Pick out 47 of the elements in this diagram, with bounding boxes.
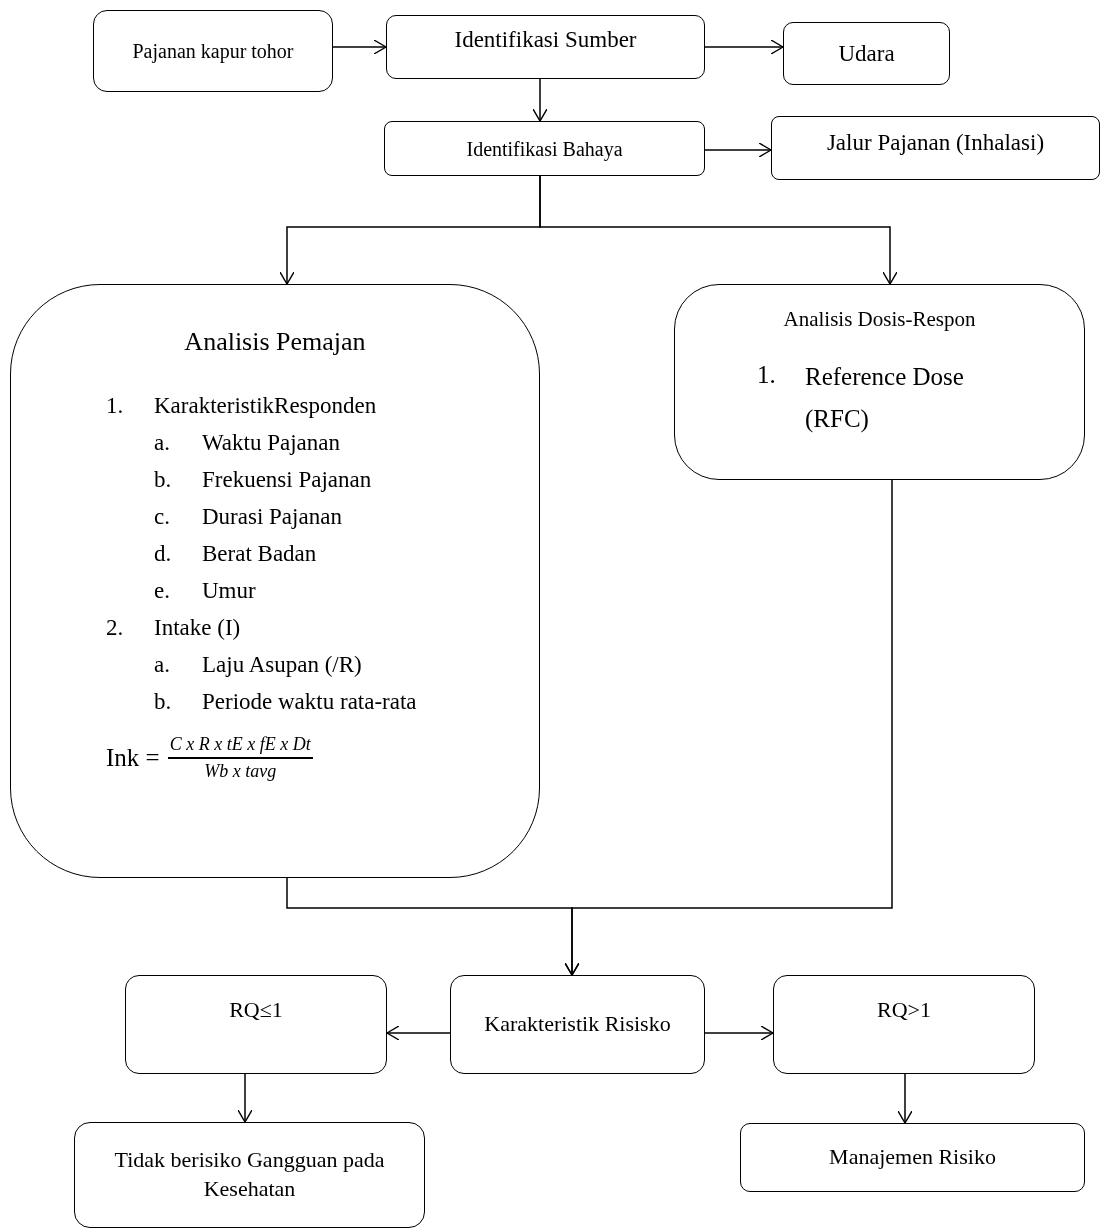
rounded-panel xyxy=(674,284,1085,480)
arrow xyxy=(897,1073,913,1124)
list-item: b. Frekuensi Pajanan xyxy=(154,466,372,494)
process-box xyxy=(125,975,387,1074)
list-item: a. Laju Asupan (/R) xyxy=(154,651,362,679)
list-item: 2. Intake (I) xyxy=(106,614,241,642)
formula-denominator: Wb x tavg xyxy=(204,760,277,782)
list-item: c. Durasi Pajanan xyxy=(154,503,342,531)
process-box xyxy=(783,22,950,85)
box-label: Identifikasi Sumber xyxy=(453,26,638,55)
process-box xyxy=(771,116,1100,180)
process-box xyxy=(93,10,333,92)
process-box xyxy=(450,975,705,1074)
list-item: e. Umur xyxy=(154,577,256,605)
process-box xyxy=(384,121,705,176)
process-box xyxy=(74,1122,425,1228)
box-heading: Analisis Pemajan xyxy=(183,327,367,357)
arrow xyxy=(704,39,784,55)
formula-numerator: C x R x tE x fE x Dt xyxy=(167,734,313,759)
box-heading: Analisis Dosis-Respon xyxy=(782,307,977,332)
box-label: Udara xyxy=(837,39,896,68)
box-label: Jalur Pajanan (Inhalasi) xyxy=(825,129,1046,158)
box-label: Karakteristik Risisko xyxy=(483,1010,672,1039)
box-label: Pajanan kapur tohor xyxy=(131,39,295,64)
process-box xyxy=(773,975,1035,1074)
box-label: Manajemen Risiko xyxy=(828,1143,997,1172)
arrow xyxy=(332,39,387,55)
box-label: RQ>1 xyxy=(876,996,932,1025)
process-box xyxy=(740,1123,1085,1192)
arrow xyxy=(539,175,898,285)
list-item: 1. KarakteristikResponden xyxy=(106,392,377,420)
list-item: d. Berat Badan xyxy=(154,540,317,568)
box-label: RQ≤1 xyxy=(228,996,284,1025)
list-item: b. Periode waktu rata-rata xyxy=(154,688,417,716)
list-item: 1. Reference Dose (RFC) xyxy=(757,360,965,435)
arrow xyxy=(564,479,893,976)
formula-text: Ink = xyxy=(106,744,160,772)
process-box xyxy=(386,15,705,79)
box-label: Tidak berisiko Gangguan pada Kesehatan xyxy=(113,1146,386,1203)
arrow xyxy=(386,1025,451,1041)
arrow xyxy=(237,1073,253,1123)
rounded-panel xyxy=(10,284,540,878)
arrow xyxy=(704,142,772,158)
arrow xyxy=(532,78,548,122)
arrow xyxy=(704,1025,774,1041)
box-label: Identifikasi Bahaya xyxy=(465,136,624,162)
list-item: a. Waktu Pajanan xyxy=(154,429,341,457)
